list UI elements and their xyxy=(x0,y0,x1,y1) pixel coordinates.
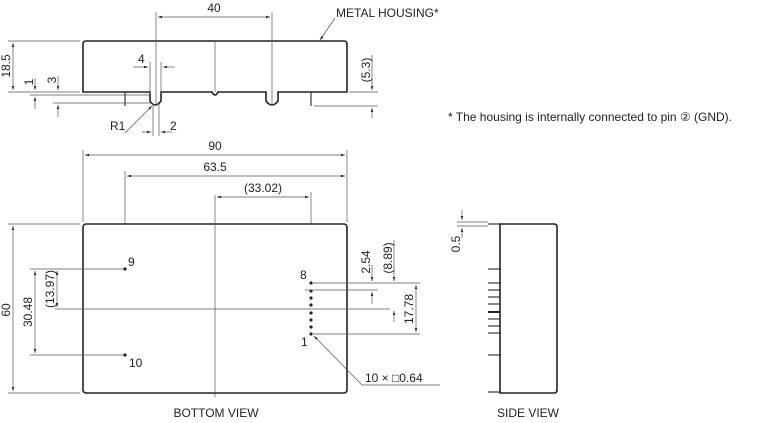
radius-r1: R1 xyxy=(110,119,126,133)
pin-9-label: 9 xyxy=(128,255,135,269)
bottom-view: 90 63.5 (33.02) 60 30.48 (13.97) 9 10 8 … xyxy=(0,139,440,420)
dim-60: 60 xyxy=(0,303,13,317)
dim-18-5: 18.5 xyxy=(0,54,13,78)
pin-1-label: 1 xyxy=(301,335,308,349)
bottom-view-title: BOTTOM VIEW xyxy=(173,406,259,420)
dim-40: 40 xyxy=(207,1,221,15)
dim-17-78: 17.78 xyxy=(402,294,416,324)
dim-5-3: (5.3) xyxy=(359,58,373,83)
dim-1: 1 xyxy=(22,78,36,85)
dim-0-5: 0.5 xyxy=(449,235,463,252)
dim-63-5: 63.5 xyxy=(203,160,227,174)
pins xyxy=(123,267,313,357)
dim-8-89: (8.89) xyxy=(381,242,395,273)
footnote: * The housing is internally connected to… xyxy=(448,110,733,124)
top-view: 40 METAL HOUSING* 18.5 1 3 4 R1 2 xyxy=(0,1,439,136)
metal-housing-label: METAL HOUSING* xyxy=(336,6,439,20)
dim-2-54: 2.54 xyxy=(359,250,373,274)
dim-90: 90 xyxy=(208,139,222,153)
pin-size-label: 10 × □0.64 xyxy=(365,371,423,385)
dim-2: 2 xyxy=(170,119,177,133)
dim-13-97: (13.97) xyxy=(43,270,57,308)
pin-10-label: 10 xyxy=(129,356,143,370)
dim-4: 4 xyxy=(138,52,145,66)
side-pins xyxy=(488,223,500,393)
dim-3: 3 xyxy=(45,76,59,83)
pin-8-label: 8 xyxy=(300,268,307,282)
dim-33-02: (33.02) xyxy=(244,181,282,195)
side-view: 0.5 SIDE VIEW xyxy=(449,210,560,420)
side-view-title: SIDE VIEW xyxy=(497,406,560,420)
side-outline xyxy=(499,223,558,394)
dim-30-48: 30.48 xyxy=(21,297,35,327)
